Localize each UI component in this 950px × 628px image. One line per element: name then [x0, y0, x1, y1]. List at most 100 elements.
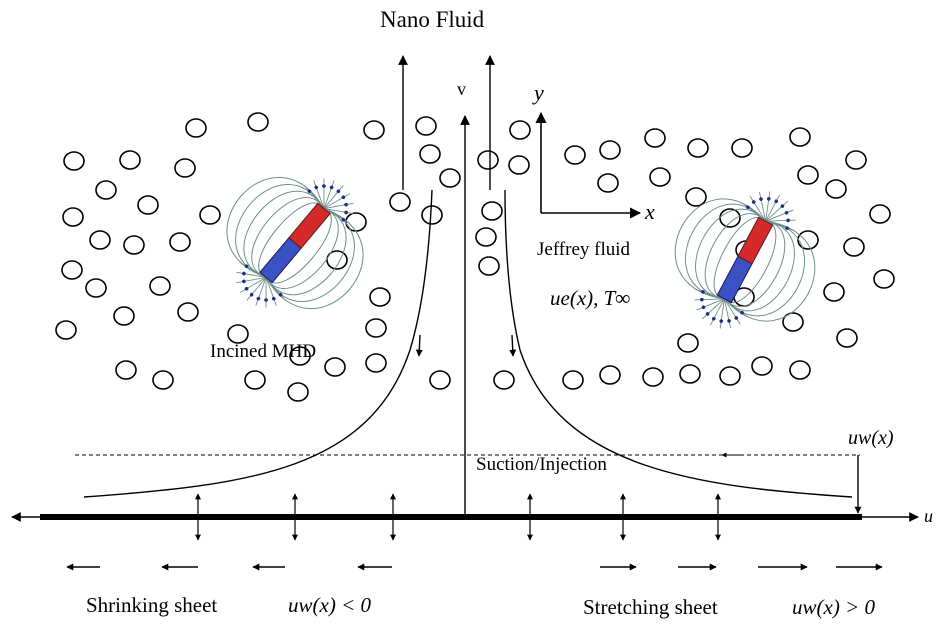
particle-circle	[477, 150, 499, 170]
particle-circle	[677, 333, 699, 353]
field-dot	[711, 316, 716, 321]
particle-circle	[731, 138, 753, 158]
particle-circle	[177, 302, 199, 322]
field-line	[713, 217, 767, 300]
field-dot	[264, 298, 268, 302]
particle-circle	[825, 179, 847, 199]
wall-velocity-label: uw(x)	[848, 427, 894, 449]
field-dot	[244, 286, 249, 291]
bar-magnet-icon-left	[226, 176, 364, 310]
field-dot	[700, 297, 704, 302]
particle-circle	[685, 187, 707, 207]
field-line	[694, 298, 725, 301]
particle-circle	[439, 168, 461, 188]
field-dot	[766, 197, 771, 201]
particle-circle	[199, 205, 221, 225]
field-line	[236, 277, 267, 284]
particle-circle	[123, 235, 145, 255]
particle-circle	[89, 230, 111, 250]
field-line	[265, 208, 332, 284]
particle-circle	[169, 232, 191, 252]
field-line	[251, 197, 325, 278]
particle-circle	[823, 282, 845, 302]
field-line	[265, 277, 277, 306]
field-line	[258, 202, 325, 278]
field-line	[265, 208, 355, 302]
particle-circle	[509, 120, 531, 140]
particle-circle	[415, 116, 437, 136]
field-line	[235, 184, 325, 278]
particle-circle	[85, 278, 107, 298]
field-line	[723, 220, 806, 317]
field-line	[243, 190, 325, 278]
particle-circle	[61, 260, 83, 280]
particle-circle	[119, 150, 141, 170]
field-dot	[329, 185, 334, 190]
field-dot	[751, 200, 756, 204]
field-dot	[278, 292, 283, 297]
field-line	[236, 271, 267, 278]
field-line	[719, 298, 725, 329]
field-dot	[344, 210, 348, 215]
particle-circle	[289, 346, 311, 366]
field-line	[741, 202, 766, 222]
free-stream-label: ue(x), T∞	[550, 286, 631, 310]
field-dot	[785, 226, 789, 230]
particle-circle	[597, 173, 619, 193]
field-line	[226, 176, 325, 278]
particle-circle	[843, 237, 865, 257]
field-line	[723, 220, 777, 303]
field-line	[684, 203, 767, 300]
particle-circle	[797, 230, 819, 250]
field-line	[313, 180, 325, 209]
field-dot	[242, 279, 246, 284]
field-line	[723, 220, 795, 312]
field-line	[323, 208, 351, 224]
particle-circle	[475, 227, 497, 247]
field-dot	[746, 205, 750, 210]
suction-injection-label: Suction/Injection	[476, 454, 607, 475]
particle-circle	[644, 128, 666, 148]
particle-circle	[62, 207, 84, 227]
inclined-mhd-label: Incined MHD	[210, 341, 317, 362]
field-dot	[344, 202, 348, 207]
field-dot	[336, 189, 341, 194]
particle-circle	[324, 357, 346, 377]
suction-injection-arrows	[195, 493, 721, 541]
field-line	[239, 277, 267, 293]
streamline-right-arrow	[509, 334, 517, 357]
sheet-surface	[40, 514, 862, 520]
stretching-condition-label: uw(x) > 0	[792, 595, 875, 619]
particle-circle	[429, 370, 451, 390]
streamline-right	[504, 189, 853, 498]
field-dot	[780, 204, 785, 208]
field-dot	[701, 290, 705, 294]
streamline-left	[83, 189, 433, 498]
field-line	[701, 298, 725, 320]
field-line	[695, 208, 767, 300]
particle-circle	[244, 370, 266, 390]
v-axis-label: v	[457, 79, 466, 99]
particle-circle	[751, 356, 773, 376]
bar-magnet-icon-right	[674, 191, 816, 329]
field-dot	[341, 217, 346, 222]
field-dot	[341, 195, 346, 200]
field-line	[758, 191, 767, 222]
x-axis-label: x	[645, 199, 655, 224]
field-line	[724, 298, 749, 318]
field-line	[323, 178, 325, 209]
particle-circle	[599, 140, 621, 160]
magnet-north-pole	[737, 216, 774, 265]
field-dot	[242, 271, 246, 276]
field-dot	[740, 310, 744, 315]
field-dot	[759, 197, 763, 201]
particle-circle	[149, 276, 171, 296]
field-line	[323, 202, 354, 209]
field-line	[255, 277, 267, 306]
particle-circle	[599, 365, 621, 385]
u-axis-label: u	[924, 506, 933, 526]
particle-circle	[481, 201, 503, 221]
field-line	[723, 298, 732, 329]
